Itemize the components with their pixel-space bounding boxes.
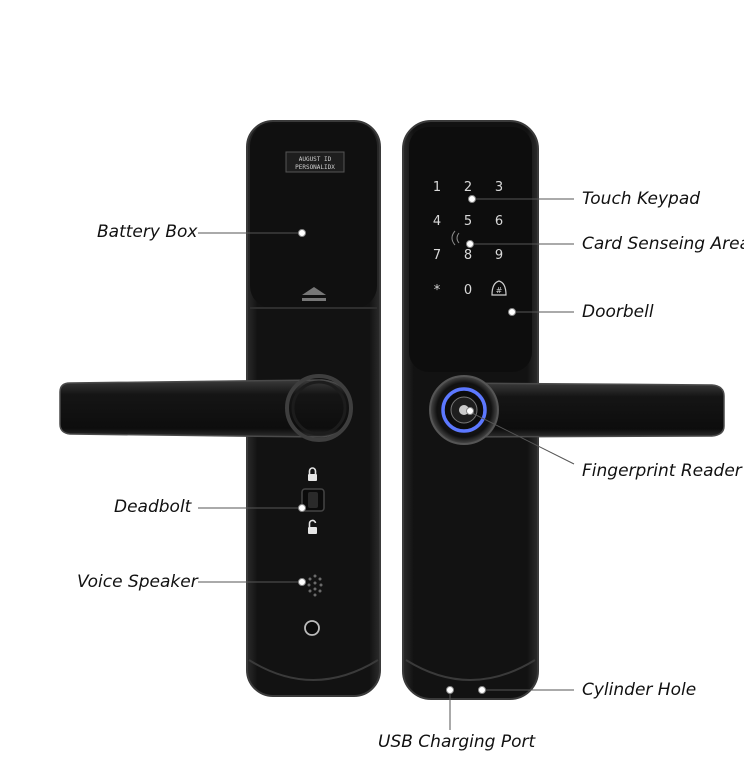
label-touch-keypad: Touch Keypad <box>582 189 701 209</box>
eject-arrow-icon <box>302 287 326 295</box>
key-6[interactable]: 6 <box>495 214 503 229</box>
key-star[interactable]: * <box>434 283 441 298</box>
deadbolt-thumbturn <box>301 488 325 512</box>
label-doorbell: Doorbell <box>582 302 654 322</box>
battery-sticker <box>285 151 345 173</box>
screw-icon <box>304 620 320 636</box>
speaker-grille <box>307 574 323 597</box>
unlocked-icon <box>308 519 317 534</box>
callout-dots <box>298 195 516 694</box>
key-1[interactable]: 1 <box>433 180 441 195</box>
label-card-sensing-area: Card Senseing Area <box>582 234 744 254</box>
label-deadbolt: Deadbolt <box>114 497 192 517</box>
key-3[interactable]: 3 <box>495 180 503 195</box>
key-5[interactable]: 5 <box>464 214 472 229</box>
exterior-handle <box>449 382 725 438</box>
key-4[interactable]: 4 <box>433 214 441 229</box>
sticker-line-1: AUGUST ID <box>299 156 332 163</box>
leader-lines <box>198 198 575 730</box>
key-7[interactable]: 7 <box>433 248 441 263</box>
interior-handle <box>59 379 353 438</box>
interior-panel: AUGUST ID PERSONALIDX <box>59 120 381 697</box>
nfc-icon <box>451 230 460 246</box>
key-2[interactable]: 2 <box>464 180 472 195</box>
key-hash: # <box>496 286 503 295</box>
label-voice-speaker: Voice Speaker <box>77 572 198 592</box>
key-0[interactable]: 0 <box>464 283 472 298</box>
label-cylinder-hole: Cylinder Hole <box>582 680 697 700</box>
label-battery-box: Battery Box <box>97 222 198 242</box>
locked-icon <box>308 467 317 481</box>
label-fingerprint-reader: Fingerprint Reader <box>582 461 742 481</box>
key-8[interactable]: 8 <box>464 248 472 263</box>
sticker-line-2: PERSONALIDX <box>295 164 335 171</box>
label-usb-charging-port: USB Charging Port <box>378 732 536 752</box>
doorbell-key[interactable]: # <box>491 280 507 296</box>
key-9[interactable]: 9 <box>495 248 503 263</box>
